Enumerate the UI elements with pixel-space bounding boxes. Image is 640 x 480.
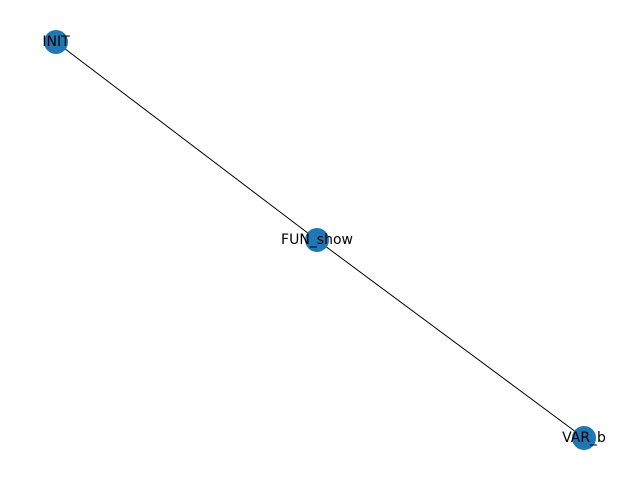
edge-init-fun-show bbox=[55, 41, 318, 241]
edges-layer bbox=[55, 41, 585, 439]
node-var-b-label: VAR_b bbox=[562, 430, 606, 446]
node-init: INIT bbox=[42, 30, 70, 54]
nodes-layer: INIT FUN_show VAR_b bbox=[42, 30, 606, 450]
node-fun-show: FUN_show bbox=[281, 228, 353, 252]
node-init-circle bbox=[44, 30, 68, 54]
node-fun-show-circle bbox=[305, 228, 329, 252]
node-var-b: VAR_b bbox=[562, 426, 606, 450]
node-fun-show-label: FUN_show bbox=[281, 232, 353, 248]
node-init-label: INIT bbox=[42, 34, 70, 50]
edge-fun-show-var-b bbox=[316, 239, 585, 439]
node-var-b-circle bbox=[572, 426, 596, 450]
